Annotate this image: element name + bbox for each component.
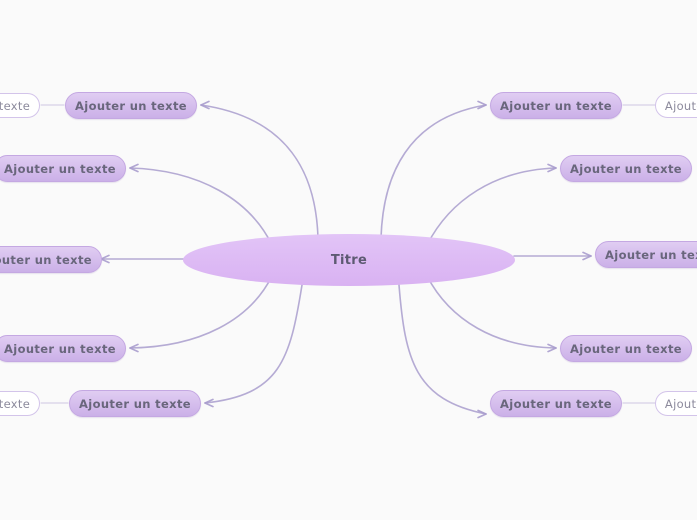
connector-arrowhead bbox=[547, 163, 557, 173]
connector-arrowhead bbox=[477, 100, 487, 110]
branch-node-b-left-1-label: Ajouter un texte bbox=[75, 98, 187, 113]
connector-line bbox=[204, 284, 303, 404]
root-node[interactable]: Titre bbox=[183, 234, 515, 286]
connector-line bbox=[129, 275, 273, 349]
leaf-node-l-right-1-label: Ajouter un texte bbox=[664, 98, 697, 113]
branch-node-b-left-1[interactable]: Ajouter un texte bbox=[65, 92, 197, 119]
connector-arrowhead bbox=[477, 409, 487, 419]
leaf-node-l-right-2[interactable]: Ajouter un texte bbox=[655, 391, 697, 416]
connector-arrowhead bbox=[129, 343, 139, 353]
branch-node-b-right-3-label: Ajouter un texte bbox=[605, 247, 697, 262]
branch-node-b-left-5[interactable]: Ajouter un texte bbox=[69, 390, 201, 417]
leaf-node-l-left-2-label: Ajouter un texte bbox=[0, 396, 31, 411]
branch-node-b-right-2[interactable]: Ajouter un texte bbox=[560, 155, 692, 182]
connector-arrowhead bbox=[204, 398, 214, 408]
branch-node-b-left-4-label: Ajouter un texte bbox=[4, 341, 116, 356]
connector-arrowhead bbox=[547, 343, 557, 353]
branch-node-b-right-3[interactable]: Ajouter un texte bbox=[595, 241, 697, 268]
branch-node-b-left-4[interactable]: Ajouter un texte bbox=[0, 335, 126, 362]
branch-node-b-right-5[interactable]: Ajouter un texte bbox=[490, 390, 622, 417]
connector-line bbox=[380, 104, 487, 239]
connector-line bbox=[398, 284, 487, 415]
branch-node-b-right-4-label: Ajouter un texte bbox=[570, 341, 682, 356]
branch-node-b-right-1-label: Ajouter un texte bbox=[500, 98, 612, 113]
branch-node-b-left-2[interactable]: Ajouter un texte bbox=[0, 155, 126, 182]
branch-node-b-right-1[interactable]: Ajouter un texte bbox=[490, 92, 622, 119]
connector-line bbox=[129, 167, 273, 246]
branch-node-b-right-4[interactable]: Ajouter un texte bbox=[560, 335, 692, 362]
connector-line bbox=[200, 104, 319, 239]
connector-line bbox=[426, 167, 557, 246]
branch-node-b-left-3-label: Ajouter un texte bbox=[0, 252, 92, 267]
leaf-node-l-left-2[interactable]: Ajouter un texte bbox=[0, 391, 40, 416]
branch-node-b-left-5-label: Ajouter un texte bbox=[79, 396, 191, 411]
connector-arrowhead bbox=[582, 251, 592, 261]
branch-node-b-left-3[interactable]: Ajouter un texte bbox=[0, 246, 102, 273]
branch-node-b-right-2-label: Ajouter un texte bbox=[570, 161, 682, 176]
connector-line bbox=[426, 275, 557, 349]
leaf-node-l-left-1-label: Ajouter un texte bbox=[0, 98, 31, 113]
leaf-node-l-right-2-label: Ajouter un texte bbox=[664, 396, 697, 411]
connector-arrowhead bbox=[100, 254, 110, 264]
root-node-label: Titre bbox=[330, 252, 368, 268]
leaf-node-l-right-1[interactable]: Ajouter un texte bbox=[655, 93, 697, 118]
leaf-node-l-left-1[interactable]: Ajouter un texte bbox=[0, 93, 40, 118]
branch-node-b-right-5-label: Ajouter un texte bbox=[500, 396, 612, 411]
connector-arrowhead bbox=[129, 163, 139, 173]
connector-arrowhead bbox=[200, 100, 210, 110]
branch-node-b-left-2-label: Ajouter un texte bbox=[4, 161, 116, 176]
